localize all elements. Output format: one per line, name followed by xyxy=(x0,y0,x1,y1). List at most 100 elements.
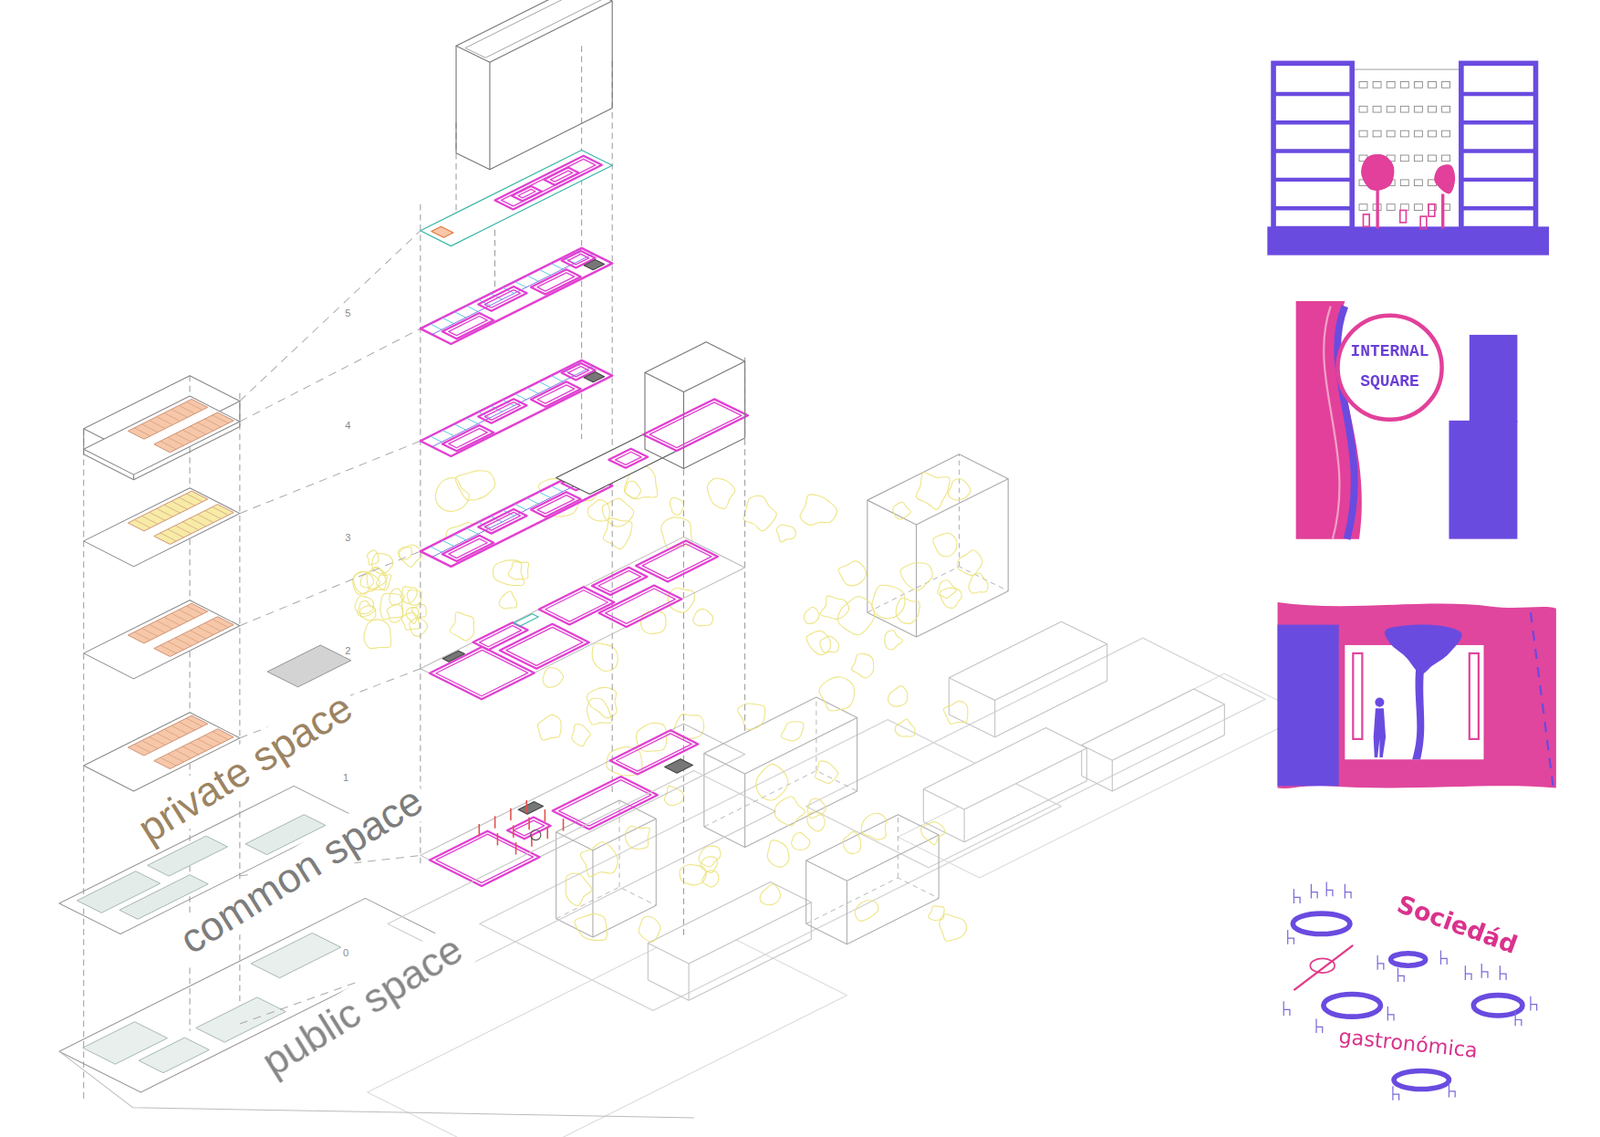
furniture-symbol xyxy=(1420,216,1427,229)
tree-scribble xyxy=(669,497,684,515)
tree-scribble xyxy=(706,477,735,509)
chair-symbol xyxy=(1398,966,1405,982)
partition-line xyxy=(514,503,527,510)
unit-division xyxy=(141,627,158,636)
sketch-text: gastronómica xyxy=(1335,1024,1481,1062)
unit-division xyxy=(149,511,167,520)
elevation-base xyxy=(1267,226,1549,255)
context-building xyxy=(704,790,858,848)
partition-line xyxy=(514,280,527,287)
window-symbol xyxy=(1442,81,1451,88)
room-outline xyxy=(635,540,718,582)
tower-floor xyxy=(1461,148,1537,153)
unit-division xyxy=(171,725,188,734)
stair-symbol xyxy=(583,259,604,271)
column-mark xyxy=(544,809,547,821)
room-outline xyxy=(448,538,488,558)
window-symbol xyxy=(1442,155,1451,162)
tree-scribble xyxy=(928,905,946,921)
corridor-line xyxy=(432,253,594,334)
tree-scribble xyxy=(767,840,790,868)
chair-symbol xyxy=(1283,1000,1290,1016)
unit-division xyxy=(149,420,167,429)
tree-scribble xyxy=(884,630,904,650)
tree-scribble xyxy=(806,630,831,655)
tree-scribble xyxy=(842,831,862,853)
roof-block xyxy=(465,0,603,58)
context-building xyxy=(1111,759,1113,791)
unit-division xyxy=(197,422,215,431)
unit-division xyxy=(205,735,222,744)
partition-line xyxy=(466,305,478,312)
window-symbol xyxy=(1428,81,1437,88)
chair-symbol xyxy=(1448,1082,1455,1098)
chair-symbol xyxy=(1344,883,1351,899)
partition-line xyxy=(527,275,540,281)
floor-plate xyxy=(420,248,613,344)
bridge-plate xyxy=(556,398,749,494)
tree-scribble xyxy=(743,495,777,531)
tower-floor xyxy=(1273,120,1352,125)
context-building xyxy=(703,753,705,828)
context-building xyxy=(647,938,811,1000)
unit-division xyxy=(141,740,158,749)
room-outline xyxy=(530,269,582,294)
tree-scribble xyxy=(737,703,766,729)
unit-division xyxy=(171,612,188,622)
partition-line xyxy=(466,417,478,424)
context-building xyxy=(958,454,960,567)
panel-title: INTERNAL SQUARE xyxy=(1345,337,1434,396)
floor-number: 3 xyxy=(342,526,354,545)
context-building xyxy=(810,902,812,939)
tree-scribble xyxy=(815,760,839,783)
room-outline xyxy=(539,586,615,624)
unit-band xyxy=(154,504,234,545)
projection-line xyxy=(683,387,685,939)
tree-scribble xyxy=(508,561,529,580)
purple-block xyxy=(1448,420,1517,540)
tree-scribble xyxy=(851,653,874,678)
projection-line xyxy=(239,550,421,626)
partition-line xyxy=(454,424,467,430)
tree-scribble xyxy=(353,571,380,595)
partition-line xyxy=(514,394,527,400)
room-outline xyxy=(552,776,658,830)
slash-mark xyxy=(1293,945,1353,990)
context-building xyxy=(867,591,1008,637)
room-outline xyxy=(479,625,522,647)
unit-division xyxy=(164,728,181,738)
unit-division xyxy=(160,532,177,541)
context-building xyxy=(923,789,925,822)
context-building xyxy=(948,621,1107,700)
floor-number: 2 xyxy=(342,639,354,658)
purple-block xyxy=(1277,624,1340,787)
tree-scribble xyxy=(354,595,375,614)
projection-line xyxy=(419,204,421,868)
tower-floor xyxy=(1461,120,1537,125)
context-building xyxy=(688,963,690,1000)
furniture-symbol xyxy=(1400,209,1407,222)
window-symbol xyxy=(1400,204,1409,211)
column-mark xyxy=(478,823,481,836)
window-symbol xyxy=(1428,105,1437,113)
partition-line xyxy=(442,317,455,323)
window-symbol xyxy=(1400,179,1409,187)
room-outline xyxy=(499,623,590,669)
chair-symbol xyxy=(1481,963,1488,978)
window-symbol xyxy=(1372,130,1382,137)
tree-scribble xyxy=(820,595,850,620)
window-symbol xyxy=(1413,130,1423,137)
tree-scribble xyxy=(571,724,592,747)
projection-line xyxy=(744,357,746,736)
tree-scribble xyxy=(664,785,684,805)
window-symbol xyxy=(1400,155,1409,162)
context-building xyxy=(867,566,1008,613)
room-outline xyxy=(518,188,536,198)
sketch-text: Sociedád xyxy=(1387,888,1527,961)
unit-division xyxy=(149,623,167,633)
window-symbol xyxy=(1400,130,1409,137)
tree-scribble xyxy=(638,915,661,942)
room-outline xyxy=(442,425,494,451)
chair-symbol xyxy=(1499,965,1507,980)
room-outline xyxy=(442,535,494,562)
